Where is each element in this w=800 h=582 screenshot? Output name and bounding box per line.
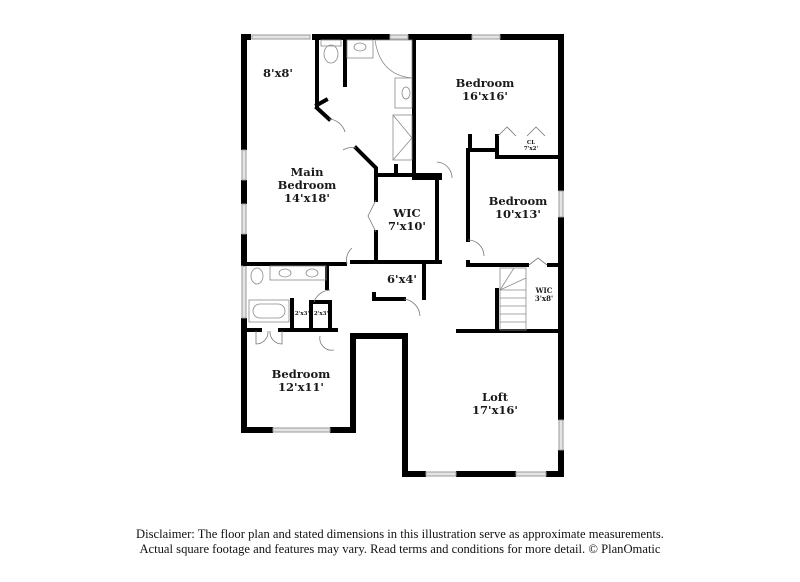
room-dims: 7'x2' (523, 146, 539, 153)
room-dims: 3'x8' (534, 293, 554, 303)
room-name: Bedroom (271, 367, 331, 381)
room-dims: 16'x16' (462, 88, 508, 103)
room-label-closet-8x8: 8'x8' (258, 67, 298, 80)
room-label-linen-2: 2'x3' (312, 311, 330, 317)
room-name: WIC (535, 286, 553, 295)
room-label-bedroom-16x16: Bedroom 16'x16' (445, 77, 525, 103)
doors (255, 118, 548, 351)
room-name: Bedroom (455, 76, 515, 90)
room-dims: 17'x16' (472, 402, 518, 417)
interior-walls (243, 36, 562, 333)
room-name: Loft (481, 390, 508, 404)
room-dims: 14'x18' (284, 190, 330, 205)
room-label-bedroom-10x13: Bedroom 10'x13' (478, 195, 558, 221)
room-label-wic-small: WIC 3'x8' (528, 287, 560, 303)
exterior-walls (241, 34, 564, 477)
room-dims: 7'x10' (388, 218, 426, 233)
room-name: Main (290, 165, 324, 179)
room-name: Bedroom (488, 194, 548, 208)
room-dims: 8'x8' (263, 66, 293, 80)
room-label-closet-cl: CL 7'x2' (516, 140, 546, 152)
room-label-loft: Loft 17'x16' (455, 391, 535, 417)
room-dims: 10'x13' (495, 206, 541, 221)
room-label-main-bedroom: Main Bedroom 14'x18' (262, 166, 352, 205)
windows (241, 34, 564, 477)
room-dims: 2'x3' (313, 311, 329, 317)
room-label-wic-main: WIC 7'x10' (380, 207, 434, 233)
room-dims: 2'x3' (294, 311, 310, 317)
room-dims: 6'x4' (387, 272, 417, 286)
room-name: Bedroom (277, 177, 337, 192)
disclaimer: Disclaimer: The floor plan and stated di… (0, 527, 800, 557)
room-name: CL (526, 140, 536, 146)
room-name: WIC (393, 206, 421, 220)
room-label-linen-1: 2'x3' (293, 311, 311, 317)
room-label-bedroom-12x11: Bedroom 12'x11' (258, 368, 344, 394)
room-dims: 12'x11' (278, 379, 324, 394)
disclaimer-line-2: Actual square footage and features may v… (139, 542, 661, 556)
fixtures (248, 39, 527, 331)
room-label-storage-6x4: 6'x4' (380, 273, 424, 286)
disclaimer-line-1: Disclaimer: The floor plan and stated di… (136, 527, 664, 541)
